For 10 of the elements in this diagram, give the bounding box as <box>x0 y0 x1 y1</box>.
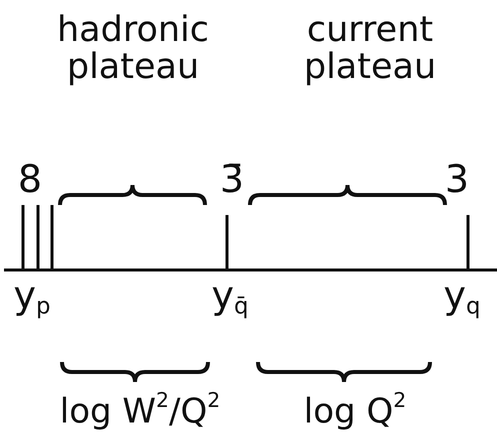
interval-label: log W$^{2}$/Q$^{2}$ <box>60 390 220 430</box>
interval-label: log Q$^{2}$ <box>304 390 406 430</box>
region-label: current plateau <box>302 12 438 86</box>
region-label: hadronic plateau <box>56 12 210 86</box>
color-label: 3 <box>444 160 470 200</box>
rapidity-label: y$_{q}$ <box>444 276 480 320</box>
color-label: 3̄ <box>220 160 244 200</box>
color-label: 8 <box>18 160 42 200</box>
rapidity-label: y$_{q̄}$ <box>212 276 248 320</box>
rapidity-label: y$_{p}$ <box>14 276 50 320</box>
